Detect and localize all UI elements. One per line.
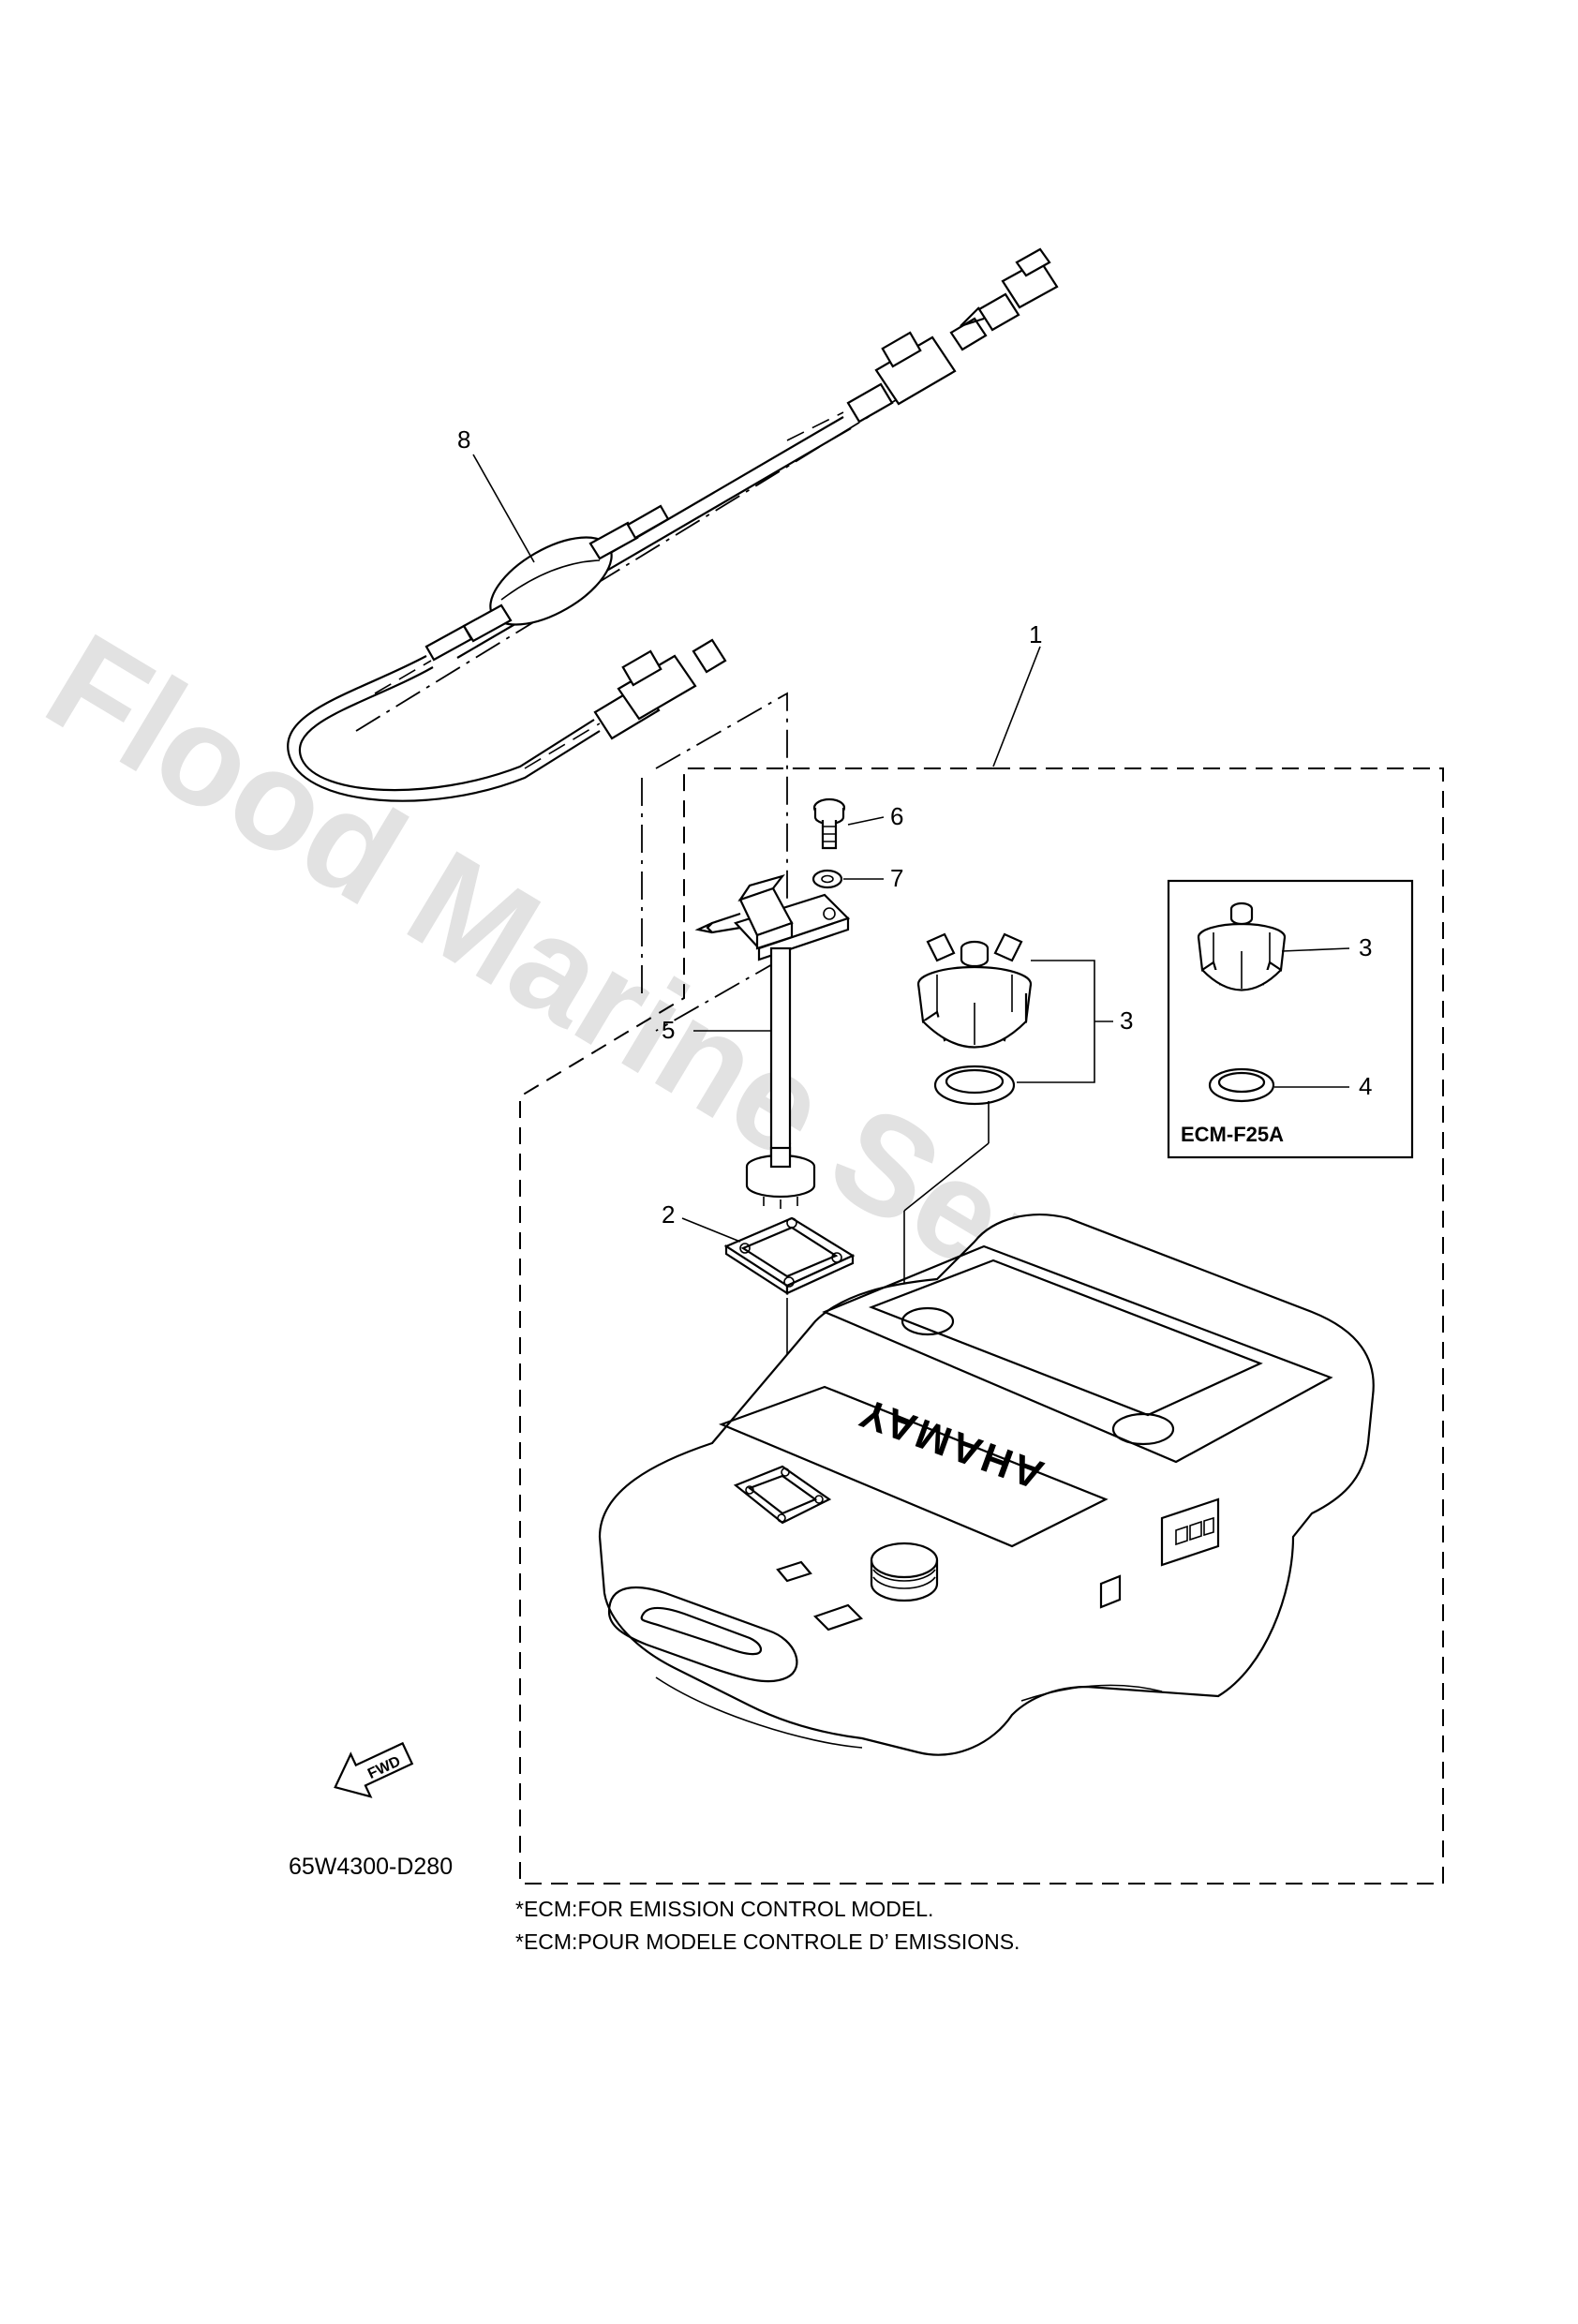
callout-3: 3: [1120, 1006, 1133, 1035]
callout-2: 2: [662, 1200, 675, 1229]
callout-7: 7: [890, 864, 903, 892]
callout-8: 8: [457, 425, 470, 454]
washer: [811, 869, 843, 889]
primer-bulb: [424, 504, 670, 662]
note-french: *ECM:POUR MODELE CONTROLE D’ EMISSIONS.: [515, 1929, 1020, 1954]
fuel-gauge: [694, 874, 851, 1209]
screw: [812, 797, 846, 850]
callout-6: 6: [890, 802, 903, 830]
cap-seal: [933, 1065, 1016, 1106]
callout-3-inset: 3: [1359, 933, 1372, 961]
callout-1: 1: [1029, 620, 1042, 648]
note-english: *ECM:FOR EMISSION CONTROL MODEL.: [515, 1897, 933, 1921]
callout-5: 5: [662, 1016, 675, 1044]
gasket: [723, 1216, 856, 1296]
lower-connector: [593, 638, 727, 740]
assembly-boundary: [519, 767, 1444, 1885]
fuel-hose-assembly: [287, 247, 1059, 802]
ecm-inset: 3 4 ECM-F25A: [1167, 879, 1414, 1159]
upper-connector: [846, 247, 1059, 424]
callout-4: 4: [1359, 1072, 1372, 1100]
inset-label: ECM-F25A: [1181, 1123, 1284, 1146]
tank-cap: [916, 932, 1033, 1049]
fuel-tank: YAMAHA: [598, 1214, 1375, 1756]
fwd-arrow: FWD: [334, 1741, 414, 1798]
drawing-code: 65W4300-D280: [289, 1854, 453, 1880]
